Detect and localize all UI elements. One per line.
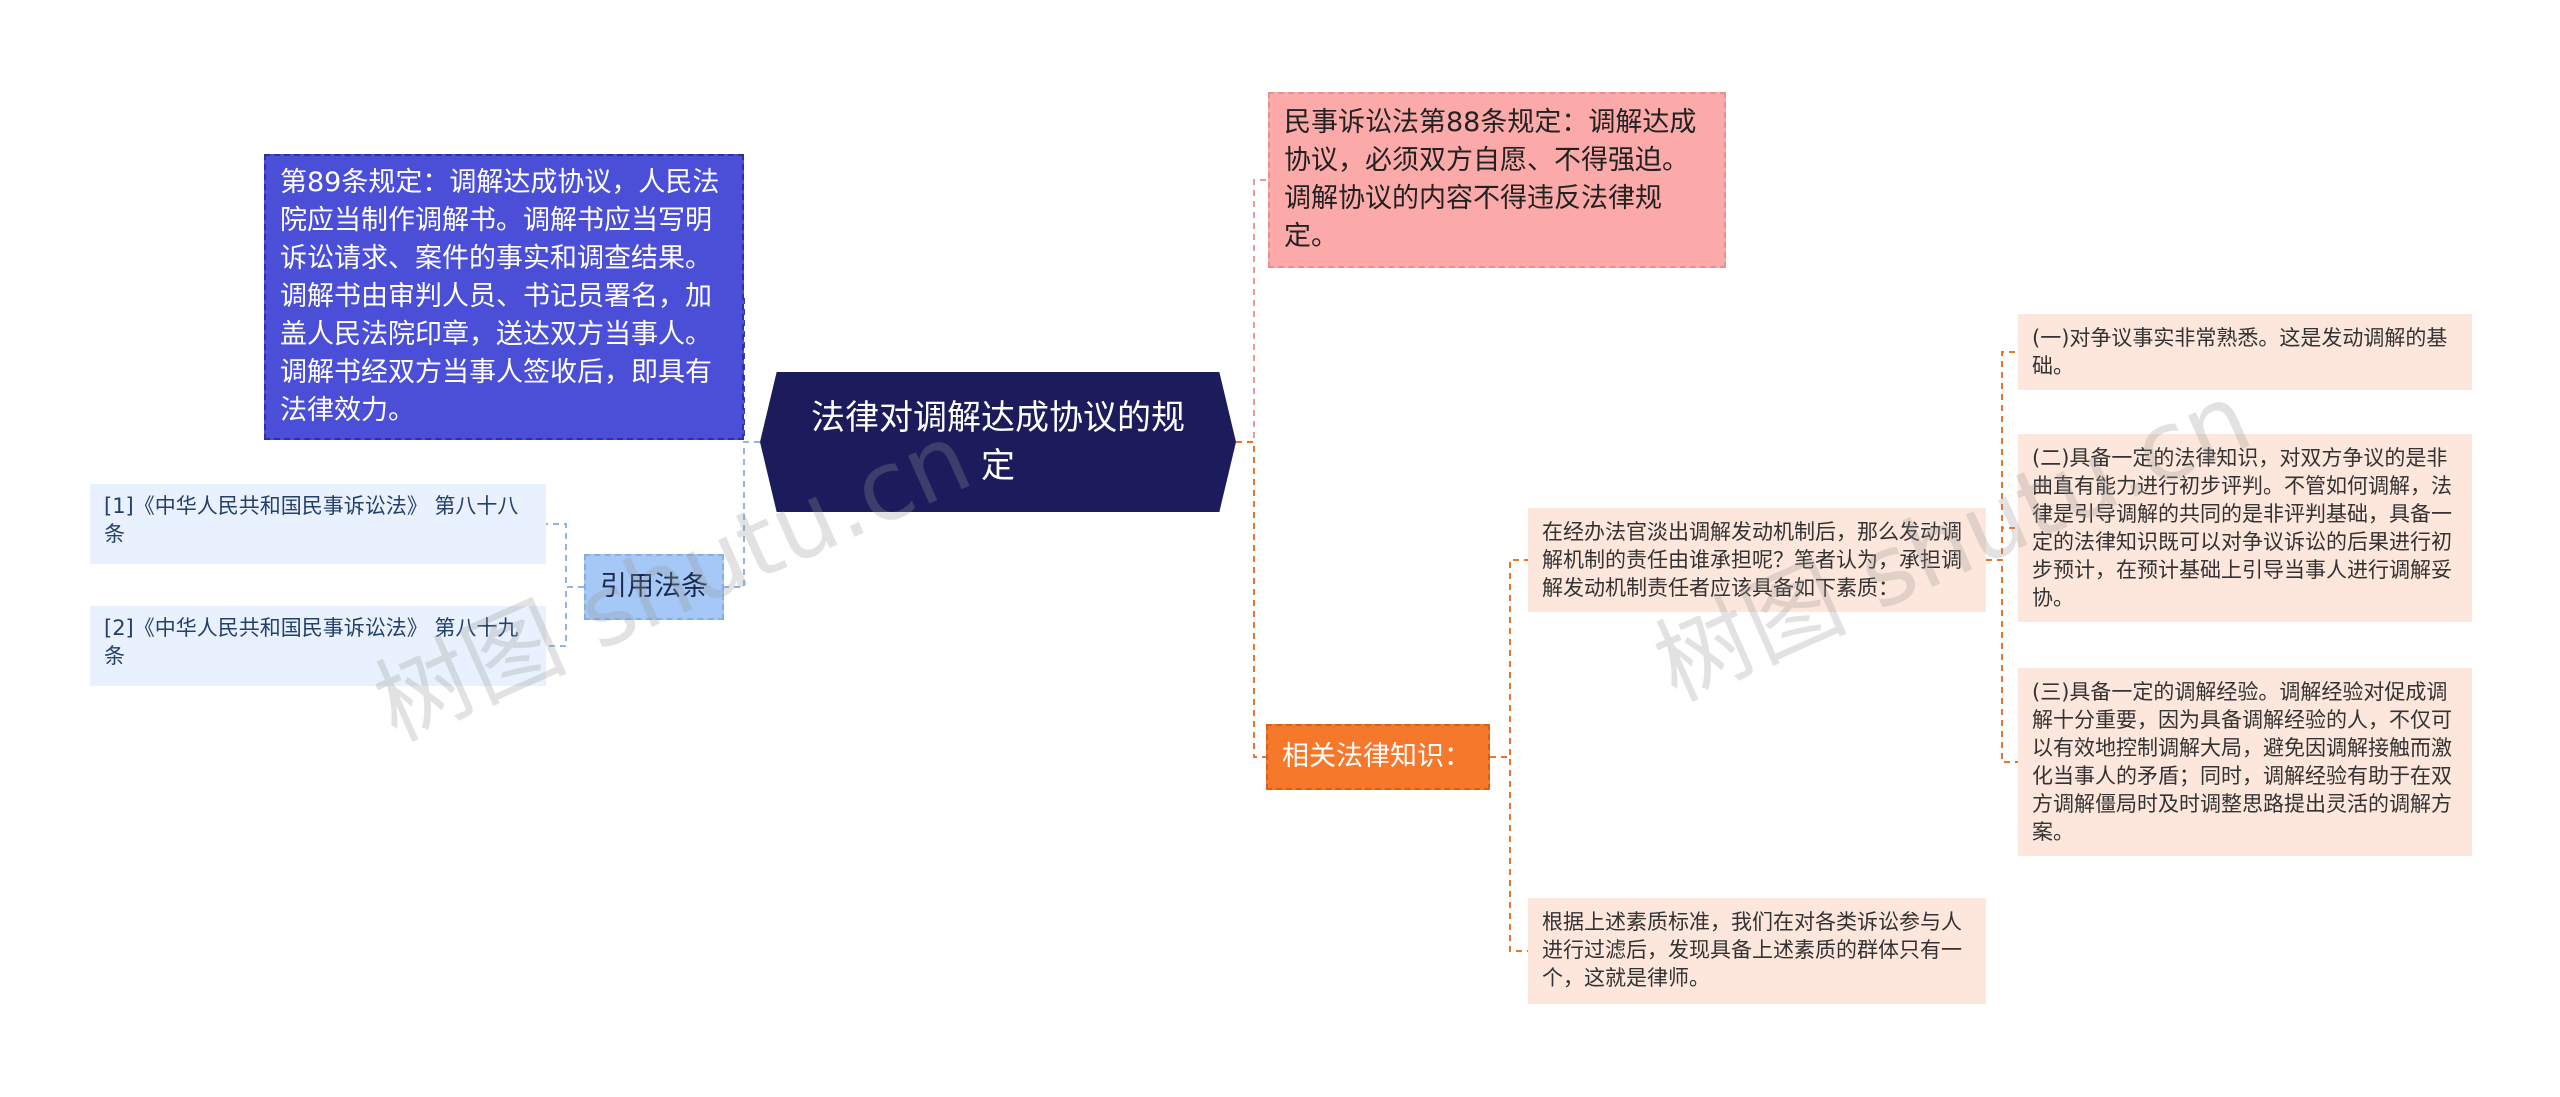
citation-item-text: [1]《中华人民共和国民事诉讼法》 第八十八条	[104, 494, 519, 546]
quality-item-text: (一)对争议事实非常熟悉。这是发动调解的基础。	[2032, 326, 2448, 378]
connector-center-related	[1236, 441, 1266, 758]
connector-center-citations	[724, 441, 760, 588]
connector-center-article89	[743, 297, 760, 443]
node-article-89[interactable]: 第89条规定：调解达成协议，人民法院应当制作调解书。调解书应当写明诉讼请求、案件…	[264, 154, 744, 440]
quality-item-text: (二)具备一定的法律知识，对双方争议的是非曲直有能力进行初步评判。不管如何调解，…	[2032, 446, 2452, 610]
node-quality-item[interactable]: (一)对争议事实非常熟悉。这是发动调解的基础。	[2018, 314, 2472, 390]
node-who-bears-responsibility[interactable]: 在经办法官淡出调解发动机制后，那么发动调解机制的责任由谁承担呢？笔者认为，承担调…	[1528, 508, 1986, 612]
node-conclusion[interactable]: 根据上述素质标准，我们在对各类诉讼参与人进行过滤后，发现具备上述素质的群体只有一…	[1528, 898, 1986, 1004]
connector-related-who	[1490, 559, 1528, 758]
node-related-knowledge[interactable]: 相关法律知识：	[1266, 724, 1490, 790]
citation-item-text: [2]《中华人民共和国民事诉讼法》 第八十九条	[104, 616, 519, 668]
node-quality-item[interactable]: (二)具备一定的法律知识，对双方争议的是非曲直有能力进行初步评判。不管如何调解，…	[2018, 434, 2472, 622]
central-topic[interactable]: 法律对调解达成协议的规定	[760, 372, 1236, 512]
connector-citations-item1	[546, 523, 584, 588]
node-article-88-text: 民事诉讼法第88条规定：调解达成协议，必须双方自愿、不得强迫。调解协议的内容不得…	[1284, 107, 1697, 252]
connector-who-q3	[1986, 559, 2018, 763]
node-citation-item[interactable]: [2]《中华人民共和国民事诉讼法》 第八十九条	[90, 606, 546, 686]
node-article-88[interactable]: 民事诉讼法第88条规定：调解达成协议，必须双方自愿、不得强迫。调解协议的内容不得…	[1268, 92, 1726, 268]
node-citation-item[interactable]: [1]《中华人民共和国民事诉讼法》 第八十八条	[90, 484, 546, 564]
node-citations[interactable]: 引用法条	[584, 554, 724, 620]
connector-center-article88	[1236, 179, 1268, 443]
central-topic-text: 法律对调解达成协议的规定	[811, 398, 1185, 486]
node-citations-label: 引用法条	[600, 571, 708, 602]
node-conclusion-text: 根据上述素质标准，我们在对各类诉讼参与人进行过滤后，发现具备上述素质的群体只有一…	[1542, 910, 1962, 990]
connector-citations-item2	[546, 586, 584, 647]
node-related-knowledge-label: 相关法律知识：	[1282, 741, 1471, 772]
node-who-bears-responsibility-text: 在经办法官淡出调解发动机制后，那么发动调解机制的责任由谁承担呢？笔者认为，承担调…	[1542, 520, 1962, 600]
node-article-89-text: 第89条规定：调解达成协议，人民法院应当制作调解书。调解书应当写明诉讼请求、案件…	[280, 167, 720, 426]
connector-who-q1	[1986, 351, 2018, 561]
connector-who-q2	[1986, 527, 2018, 561]
connector-related-conclusion	[1490, 756, 1528, 952]
quality-item-text: (三)具备一定的调解经验。调解经验对促成调解十分重要，因为具备调解经验的人，不仅…	[2032, 680, 2452, 844]
node-quality-item[interactable]: (三)具备一定的调解经验。调解经验对促成调解十分重要，因为具备调解经验的人，不仅…	[2018, 668, 2472, 856]
